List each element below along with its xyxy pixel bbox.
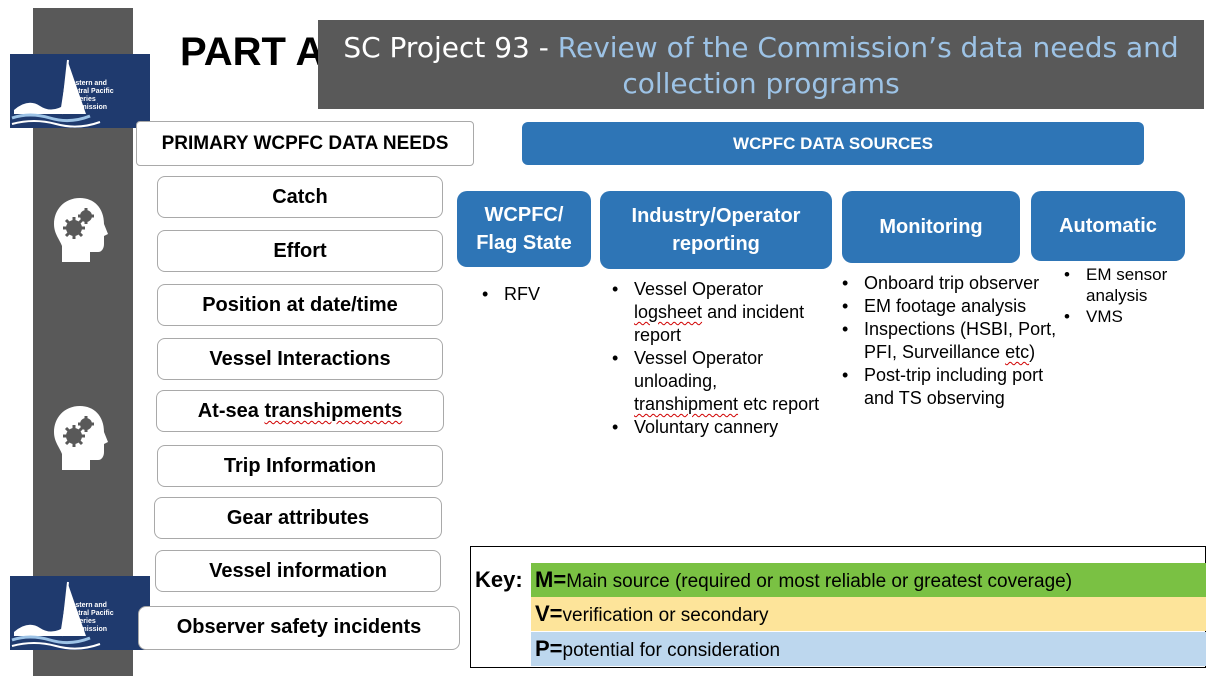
part-label: PART A <box>180 30 325 74</box>
bullet-item: Onboard trip observer <box>836 272 1058 295</box>
key-row-main: M=Main source (required or most reliable… <box>531 563 1206 597</box>
category-automatic: Automatic <box>1031 191 1185 261</box>
need-gear-attributes: Gear attributes <box>154 497 442 539</box>
need-effort: Effort <box>157 230 443 272</box>
key-label: Key: <box>475 567 523 592</box>
bullet-item: RFV <box>476 283 596 306</box>
category-wcpfc-flag-state: WCPFC/ Flag State <box>457 191 591 267</box>
need-position: Position at date/time <box>157 284 443 326</box>
category-label: Automatic <box>1059 215 1157 237</box>
key-letter: P= <box>535 636 563 661</box>
need-catch: Catch <box>157 176 443 218</box>
category-label: WCPFC/ <box>484 204 564 226</box>
logo-text-line: Fisheries <box>65 618 96 625</box>
title-prefix: SC Project 93 - <box>343 31 558 64</box>
bullets-wcpfc-flag-state: RFV <box>476 283 596 306</box>
bullet-item: EM footage analysis <box>836 295 1058 318</box>
commission-logo-icon <box>11 581 101 650</box>
bullets-monitoring: Onboard trip observer EM footage analysi… <box>836 272 1058 410</box>
category-industry-operator: Industry/Operator reporting <box>600 191 832 269</box>
key-row-potential: P=potential for consideration <box>531 632 1206 666</box>
category-label: Industry/Operator <box>631 205 801 227</box>
need-at-sea-transhipments: At-sea transhipments <box>156 390 444 432</box>
bullets-automatic: EM sensor analysis VMS <box>1058 264 1198 327</box>
bullet-item: Inspections (HSBI, Port, PFI, Surveillan… <box>836 318 1058 364</box>
logo-text-line: Fisheries <box>65 96 96 103</box>
needs-header: PRIMARY WCPFC DATA NEEDS <box>136 121 474 166</box>
logo-text-line: Western and <box>65 80 107 87</box>
category-label: reporting <box>672 233 760 255</box>
sources-header: WCPFC DATA SOURCES <box>522 122 1144 165</box>
bullet-item: Post-trip including port and TS observin… <box>836 364 1058 410</box>
title-banner: SC Project 93 - Review of the Commission… <box>318 20 1204 109</box>
title-main-line2: collection programs <box>622 67 900 100</box>
need-vessel-interactions: Vessel Interactions <box>157 338 443 380</box>
bullet-item: Vessel Operator unloading, transhipment … <box>606 347 826 416</box>
key-text: Main source (required or most reliable o… <box>566 571 1073 592</box>
category-label: Monitoring <box>879 216 983 238</box>
logo-text-line: Western and <box>65 602 107 609</box>
need-vessel-information: Vessel information <box>155 550 441 592</box>
logo-text-line: Commission <box>65 626 108 633</box>
logo-text-line: Commission <box>65 104 108 111</box>
title-main-line1: Review of the Commission’s data needs an… <box>557 31 1179 64</box>
commission-logo-icon <box>11 59 101 128</box>
bullet-item: Vessel Operator logsheet and incident re… <box>606 278 826 347</box>
need-observer-safety: Observer safety incidents <box>138 606 460 650</box>
key-text: potential for consideration <box>562 640 781 661</box>
bullets-industry-operator: Vessel Operator logsheet and incident re… <box>606 278 826 439</box>
need-label-part: At-sea <box>197 400 265 422</box>
key-row-verification: V=verification or secondary <box>531 597 1206 631</box>
logo-text-line: Central Pacific <box>65 88 114 95</box>
category-monitoring: Monitoring <box>842 191 1020 263</box>
head-gears-icon <box>54 406 108 470</box>
key-text: verification or secondary <box>562 605 769 626</box>
commission-logo-bottom: Western and Central Pacific Fisheries Co… <box>10 576 150 650</box>
commission-logo-top: Western and Central Pacific Fisheries Co… <box>10 54 150 128</box>
bullet-item: VMS <box>1058 306 1198 327</box>
key-letter: M= <box>535 567 567 592</box>
key-letter: V= <box>535 601 563 626</box>
need-trip-information: Trip Information <box>157 445 443 487</box>
need-label-part: transhipments <box>264 400 403 422</box>
head-gears-icon <box>54 198 108 262</box>
bullet-item: Voluntary cannery <box>606 416 826 439</box>
logo-text-line: Central Pacific <box>65 610 114 617</box>
bullet-item: EM sensor analysis <box>1058 264 1198 306</box>
category-label: Flag State <box>476 232 572 254</box>
